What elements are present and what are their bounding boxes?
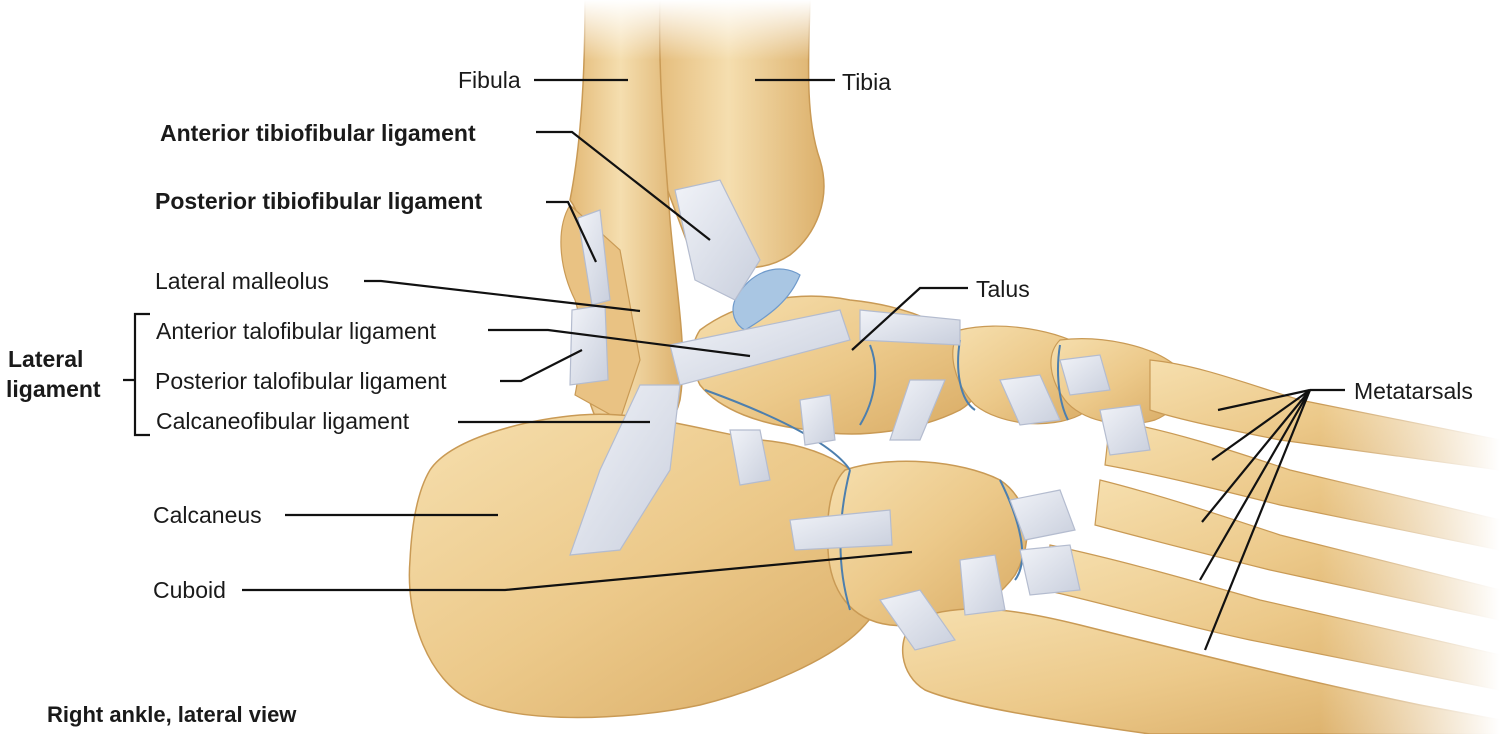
posterior-talofibular-ligament-shape: [569, 304, 609, 386]
label-anterior-talofibular-ligament: Anterior talofibular ligament: [156, 318, 436, 344]
right-fade: [1320, 380, 1500, 734]
label-metatarsals: Metatarsals: [1354, 378, 1473, 404]
label-posterior-talofibular-ligament: Posterior talofibular ligament: [155, 368, 447, 394]
label-lateral-malleolus: Lateral malleolus: [155, 268, 329, 294]
leader-anterior-tibiofibular: [536, 130, 711, 241]
calcaneofibular-ligament-shape: [569, 384, 681, 556]
label-lateral-ligament-line1: Lateral: [8, 346, 84, 372]
leader-talus: [851, 286, 968, 351]
leader-cuboid: [242, 550, 913, 592]
leader-posterior-talofibular: [500, 349, 583, 383]
leader-metatarsal-3: [1201, 389, 1311, 523]
ankle-joint-cartilage: [732, 268, 801, 331]
leader-posterior-tibiofibular: [546, 200, 597, 263]
label-calcaneofibular-ligament: Calcaneofibular ligament: [156, 408, 410, 434]
label-cuboid: Cuboid: [153, 577, 226, 603]
leader-anterior-talofibular: [488, 328, 751, 358]
leader-lines: [242, 78, 1345, 651]
leader-metatarsal-2: [1211, 389, 1311, 461]
label-calcaneus: Calcaneus: [153, 502, 262, 528]
leader-metatarsal-4: [1199, 389, 1311, 581]
anterior-talofibular-ligament-shape: [669, 309, 851, 386]
figure-caption: Right ankle, lateral view: [47, 702, 297, 727]
leader-lateral-malleolus: [364, 279, 641, 313]
label-posterior-tibiofibular-ligament: Posterior tibiofibular ligament: [155, 188, 483, 214]
lateral-ligament-bracket: [123, 312, 150, 437]
top-fade: [560, 0, 840, 60]
label-talus: Talus: [976, 276, 1030, 302]
label-tibia: Tibia: [842, 69, 891, 95]
label-fibula: Fibula: [458, 67, 521, 93]
label-lateral-ligament-line2: ligament: [6, 376, 101, 402]
anterior-tibiofibular-ligament-shape: [674, 179, 761, 301]
joint-lines: [704, 339, 1069, 611]
leader-metatarsal-1: [1217, 388, 1311, 412]
label-anterior-tibiofibular-ligament: Anterior tibiofibular ligament: [160, 120, 476, 146]
leader-metatarsal-5: [1203, 389, 1312, 651]
